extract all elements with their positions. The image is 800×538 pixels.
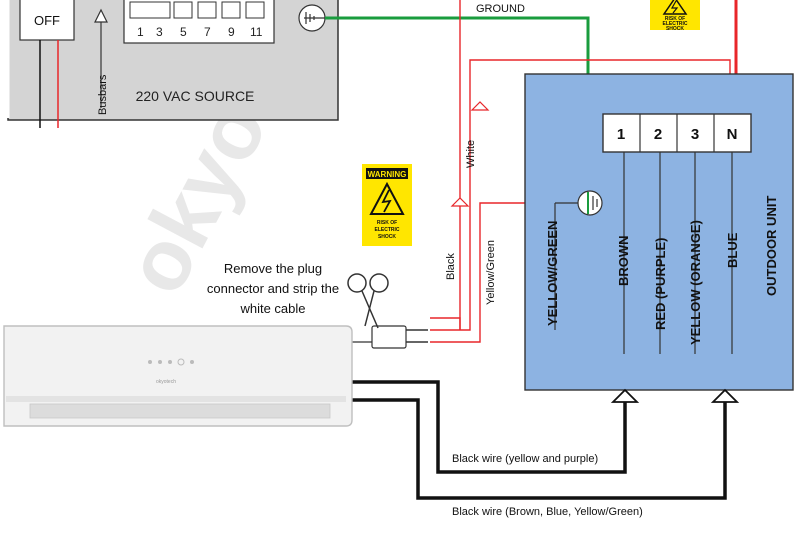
busbars-arrow-head: [94, 8, 108, 23]
black-wire-2-label: Black wire (Brown, Blue, Yellow/Green): [452, 506, 643, 518]
busbars-label: Busbars: [97, 74, 109, 115]
indoor-unit-vent: [29, 403, 331, 419]
ground-label: GROUND: [476, 3, 525, 15]
wire-label-brown: BROWN: [616, 235, 631, 286]
wire-arrow-1: [610, 388, 640, 403]
terminal-n: N: [727, 126, 738, 143]
instruction-line-2: connector and strip the: [207, 281, 339, 296]
breaker-num-5: 5: [180, 25, 187, 39]
black-label: Black: [445, 253, 457, 280]
outdoor-unit: 1 2 3 N YELLOW/GREEN BROWN RED (PURPLE) …: [524, 73, 794, 391]
svg-text:SHOCK: SHOCK: [378, 234, 396, 240]
instruction-line-1: Remove the plug: [224, 261, 322, 276]
electrical-panel: OFF Busbars 1 3 5 7 9 11 220 VAC SOURCE: [6, 0, 339, 128]
scissors-icon: [347, 273, 389, 329]
terminal-3: 3: [691, 126, 699, 143]
breaker-5: [173, 1, 193, 19]
instruction-line-3: white cable: [239, 301, 305, 316]
black-wire-1-label: Black wire (yellow and purple): [452, 453, 598, 465]
white-label: White: [465, 140, 477, 168]
hazard-icon: [369, 181, 405, 215]
wire-label-yellow: YELLOW (ORANGE): [688, 220, 703, 345]
breaker-1-3: [129, 1, 171, 19]
breaker-num-11: 11: [250, 25, 263, 39]
indicator-icon: [148, 360, 152, 364]
wire-label-blue: BLUE: [725, 232, 740, 268]
outdoor-ground-icon: [577, 190, 603, 216]
indoor-unit: okyotech: [3, 325, 353, 427]
indoor-unit-brand: okyotech: [156, 379, 176, 385]
svg-text:ELECTRIC: ELECTRIC: [663, 21, 688, 27]
breaker-num-3: 3: [156, 25, 163, 39]
svg-text:ELECTRIC: ELECTRIC: [375, 227, 400, 233]
outdoor-unit-title: OUTDOOR UNIT: [764, 196, 779, 296]
off-switch[interactable]: [19, 0, 75, 41]
wire-arrow-2: [710, 388, 740, 403]
svg-text:RISK OF: RISK OF: [665, 16, 685, 22]
black-wire-arrow: [450, 197, 470, 207]
warning-sign-top: RISK OF ELECTRIC SHOCK: [650, 0, 700, 32]
breaker-num-1: 1: [137, 25, 144, 39]
svg-text:SHOCK: SHOCK: [666, 26, 684, 32]
black-wire-brown-blue: [348, 398, 727, 500]
breaker-7: [197, 1, 217, 19]
black-wire-yellow-purple: [348, 380, 627, 474]
breaker-11: [245, 1, 265, 19]
warning-title: WARNING: [368, 170, 407, 179]
terminal-1: 1: [617, 126, 625, 143]
plug-icon: [350, 325, 428, 349]
yellow-green-label: Yellow/Green: [485, 240, 497, 305]
svg-text:RISK OF: RISK OF: [377, 220, 397, 226]
wire-label-red: RED (PURPLE): [653, 238, 668, 330]
breaker-9: [221, 1, 241, 19]
source-label: 220 VAC SOURCE: [136, 88, 255, 104]
terminal-2: 2: [654, 126, 662, 143]
hazard-icon-top: [662, 0, 688, 15]
breaker-num-9: 9: [228, 25, 235, 39]
wire-label-yellow-green: YELLOW/GREEN: [545, 221, 560, 326]
breaker-num-7: 7: [204, 25, 211, 39]
warning-sign-center: WARNING RISK OF ELECTRIC SHOCK: [362, 164, 412, 246]
off-switch-label: OFF: [34, 13, 60, 28]
white-wire-arrow: [470, 101, 490, 111]
